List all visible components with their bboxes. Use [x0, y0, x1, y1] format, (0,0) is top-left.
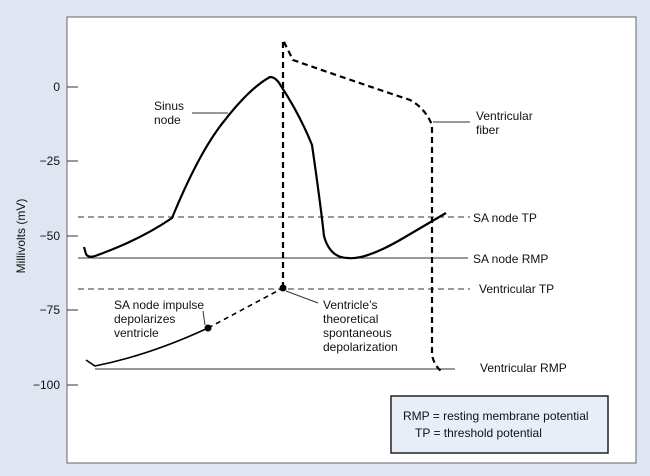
legend-rmp: RMP = resting membrane potential	[403, 409, 589, 423]
legend-tp: TP = threshold potential	[415, 426, 542, 440]
ventricle-spontaneous-label: depolarization	[323, 340, 398, 354]
tick-label: −75	[40, 303, 61, 317]
y-axis-label: Millivolts (mV)	[14, 199, 28, 274]
tick-label: −25	[40, 154, 61, 168]
ventricular-fiber-label: fiber	[476, 123, 499, 137]
ventricular-prepotential	[85, 327, 209, 367]
sinus-node-curve	[82, 75, 447, 260]
sinus-node-label: node	[154, 113, 181, 127]
ventricle-spontaneous-label: spontaneous	[323, 326, 392, 340]
sa-impulse-label: ventricle	[114, 326, 159, 340]
legend-box	[390, 395, 609, 454]
sa-node-rmp-label: SA node RMP	[473, 252, 548, 266]
y-ticks	[67, 86, 78, 386]
ventricle-spontaneous-label: Ventricle’s	[323, 298, 377, 312]
sa-node-tp-label: SA node TP	[473, 211, 537, 225]
tick-label: −50	[40, 229, 61, 243]
sa-impulse-label: depolarizes	[114, 312, 175, 326]
ventricular-fiber-label: Ventricular	[476, 109, 533, 123]
plot-panel	[66, 16, 637, 464]
tick-label: 0	[53, 80, 60, 94]
sa-impulse-dot	[204, 324, 212, 332]
ventricular-fiber-curve	[281, 39, 442, 372]
sa-impulse-leader	[202, 310, 206, 326]
ventricular-tp-label: Ventricular TP	[479, 282, 554, 296]
sinus-node-label: Sinus	[154, 99, 184, 113]
spontaneous-depolarization-dot	[279, 284, 287, 292]
ventricle-spontaneous-label: theoretical	[323, 312, 378, 326]
ventricular-rmp-label: Ventricular RMP	[480, 361, 567, 375]
tick-label: −100	[33, 378, 60, 392]
sa-impulse-label: SA node impulse	[114, 298, 204, 312]
spontaneous-leader	[285, 290, 319, 304]
